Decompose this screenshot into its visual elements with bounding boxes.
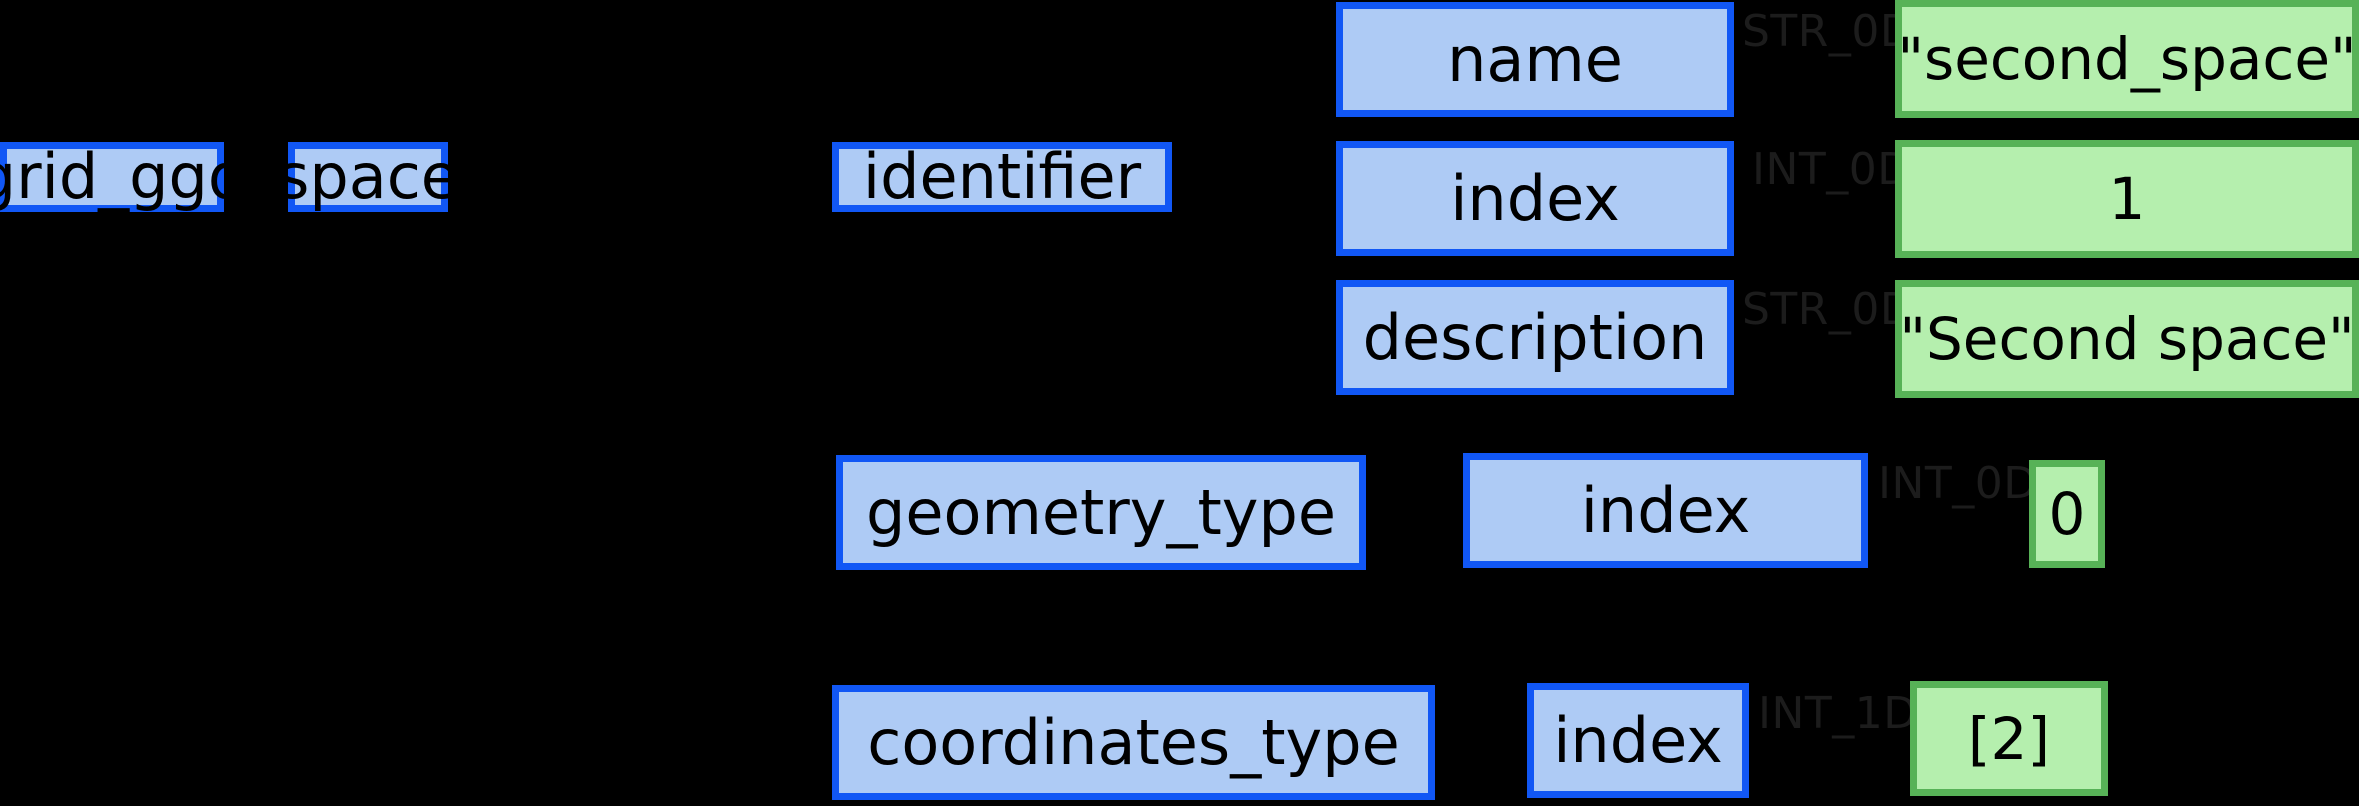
node-description[interactable]: description <box>1336 280 1734 395</box>
value-geometry-type-index-label: 0 <box>2048 480 2086 548</box>
edge-description-value <box>1735 338 1897 343</box>
edge-label-coordinates-index-type-text: INT_1D <box>1758 688 1918 739</box>
edge-identifier-description <box>1172 338 1336 343</box>
node-coordinates-type[interactable]: coordinates_type <box>832 685 1435 800</box>
edge-label-coordinates-index-type: INT_1D <box>1758 692 1918 736</box>
edge-label-geometry-index-type-text: INT_0D <box>1878 458 2038 509</box>
node-index[interactable]: index <box>1336 141 1734 256</box>
edge-index-value <box>1735 199 1897 204</box>
node-description-label: description <box>1362 300 1708 374</box>
value-name-label: "second_space" <box>1897 25 2357 93</box>
node-coordinates-type-index[interactable]: index <box>1527 683 1749 798</box>
value-description[interactable]: "Second space" <box>1895 280 2359 398</box>
value-index-label: 1 <box>2108 165 2146 233</box>
edge-space-identifier <box>448 176 834 181</box>
edge-label-name-type: STR_0D <box>1742 10 1914 54</box>
value-coordinates-type-index[interactable]: [2] <box>1910 681 2108 796</box>
edge-identifier-index <box>1172 199 1336 204</box>
node-identifier-label: identifier <box>862 140 1142 213</box>
value-description-label: "Second space" <box>1899 305 2355 373</box>
edge-label-index-type: INT_0D <box>1752 148 1912 192</box>
node-name[interactable]: name <box>1336 2 1734 117</box>
node-geometry-type-label: geometry_type <box>866 475 1336 549</box>
node-name-label: name <box>1447 22 1623 96</box>
node-geometry-type-index[interactable]: index <box>1463 453 1868 568</box>
node-space[interactable]: space <box>277 142 459 212</box>
edge-name-value <box>1735 60 1897 65</box>
edge-label-name-type-text: STR_0D <box>1742 6 1915 57</box>
node-geometry-type[interactable]: geometry_type <box>836 455 1366 570</box>
node-geometry-type-index-label: index <box>1580 473 1751 547</box>
node-coordinates-type-label: coordinates_type <box>867 705 1400 779</box>
edge-coordinates_type-index <box>1435 742 1527 747</box>
value-name[interactable]: "second_space" <box>1895 0 2359 118</box>
value-geometry-type-index[interactable]: 0 <box>2029 460 2105 568</box>
node-grid-ggd-label: grid_ggd <box>0 140 248 213</box>
edge-space-geometry_type <box>448 512 836 517</box>
node-coordinates-type-index-label: index <box>1553 703 1723 777</box>
edge-label-geometry-index-type: INT_0D <box>1878 462 2038 506</box>
node-grid-ggd[interactable]: grid_ggd <box>0 142 247 212</box>
edge-label-index-type-text: INT_0D <box>1752 144 1912 195</box>
edge-label-description-type-text: STR_0D <box>1742 284 1915 335</box>
edge-label-description-type: STR_0D <box>1742 288 1914 332</box>
edge-geometry_index-value <box>1868 512 2030 517</box>
edge-geometry_type-index <box>1365 512 1463 517</box>
edge-identifier-name <box>1172 60 1336 65</box>
node-index-label: index <box>1450 161 1620 235</box>
node-identifier[interactable]: identifier <box>832 142 1172 212</box>
edge-coordinates_index-value <box>1750 742 1910 747</box>
node-space-label: space <box>277 140 459 213</box>
value-index[interactable]: 1 <box>1895 140 2359 258</box>
value-coordinates-type-index-label: [2] <box>1967 704 2051 773</box>
edge-grid_ggd-space <box>222 176 290 181</box>
edge-space-coordinates_type <box>448 742 834 747</box>
